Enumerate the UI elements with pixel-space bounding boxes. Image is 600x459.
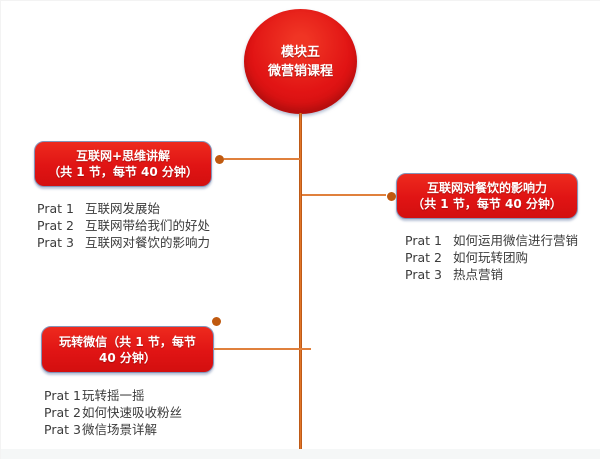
branch-box-catering-influence: 互联网对餐饮的影响力 （共 1 节，每节 40 分钟） [396, 173, 578, 219]
part-row: Prat 2 如何玩转团购 [405, 249, 578, 266]
part-label: Prat 3 [405, 267, 442, 282]
part-row: Prat 3 微信场景详解 [44, 421, 182, 438]
part-text: 玩转摇一摇 [82, 388, 145, 403]
part-row: Prat 2 如何快速吸收粉丝 [44, 404, 182, 421]
root-title-line2: 微营销课程 [267, 63, 333, 79]
part-text: 如何玩转团购 [453, 250, 529, 265]
part-label: Prat 1 [44, 388, 81, 403]
connector-line [302, 194, 386, 196]
part-row: Prat 1 互联网发展始 [37, 200, 210, 217]
part-label: Prat 3 [44, 422, 81, 437]
branch-title-line2: 40 分钟） [99, 350, 156, 365]
connector-line [214, 348, 311, 350]
part-text: 互联网发展始 [85, 201, 161, 216]
branch-title-line2: （共 1 节，每节 40 分钟） [412, 197, 562, 211]
bottom-edge-strip [1, 449, 600, 459]
part-row: Prat 2 互联网带给我们的好处 [37, 217, 210, 234]
part-row: Prat 1 如何运用微信进行营销 [405, 232, 578, 249]
branch-title-line1: 互联网+思维讲解 [75, 149, 171, 163]
part-text: 互联网对餐饮的影响力 [85, 235, 211, 250]
part-text: 如何运用微信进行营销 [453, 233, 579, 248]
part-label: Prat 1 [37, 201, 74, 216]
part-row: Prat 1 玩转摇一摇 [44, 387, 182, 404]
part-text: 互联网带给我们的好处 [85, 218, 211, 233]
part-label: Prat 2 [44, 405, 81, 420]
part-list-internet-thinking: Prat 1 互联网发展始 Prat 2 互联网带给我们的好处 Prat 3 互… [37, 200, 210, 251]
trunk-line [299, 113, 302, 451]
connector-dot [215, 155, 224, 164]
part-text: 如何快速吸收粉丝 [82, 405, 183, 420]
branch-title-line1: 玩转微信（共 1 节，每节 [59, 334, 196, 349]
connector-line [224, 158, 300, 160]
connector-dot [212, 317, 221, 326]
root-node-module5: 模块五 微营销课程 [244, 9, 357, 114]
part-row: Prat 3 热点营销 [405, 266, 578, 283]
part-row: Prat 3 互联网对餐饮的影响力 [37, 234, 210, 251]
part-label: Prat 2 [405, 250, 442, 265]
part-list-catering-influence: Prat 1 如何运用微信进行营销 Prat 2 如何玩转团购 Prat 3 热… [405, 232, 578, 283]
part-text: 微信场景详解 [82, 422, 158, 437]
root-title-line1: 模块五 [280, 44, 320, 60]
part-label: Prat 2 [37, 218, 74, 233]
part-text: 热点营销 [453, 267, 504, 282]
branch-title-line2: （共 1 节，每节 40 分钟） [48, 165, 198, 179]
branch-box-play-wechat: 玩转微信（共 1 节，每节 40 分钟） [41, 326, 214, 373]
part-label: Prat 1 [405, 233, 442, 248]
part-list-play-wechat: Prat 1 玩转摇一摇 Prat 2 如何快速吸收粉丝 Prat 3 微信场景… [44, 387, 182, 438]
connector-dot [387, 192, 396, 201]
branch-title-line1: 互联网对餐饮的影响力 [426, 181, 547, 195]
part-label: Prat 3 [37, 235, 74, 250]
branch-box-internet-thinking: 互联网+思维讲解 （共 1 节，每节 40 分钟） [34, 141, 212, 187]
